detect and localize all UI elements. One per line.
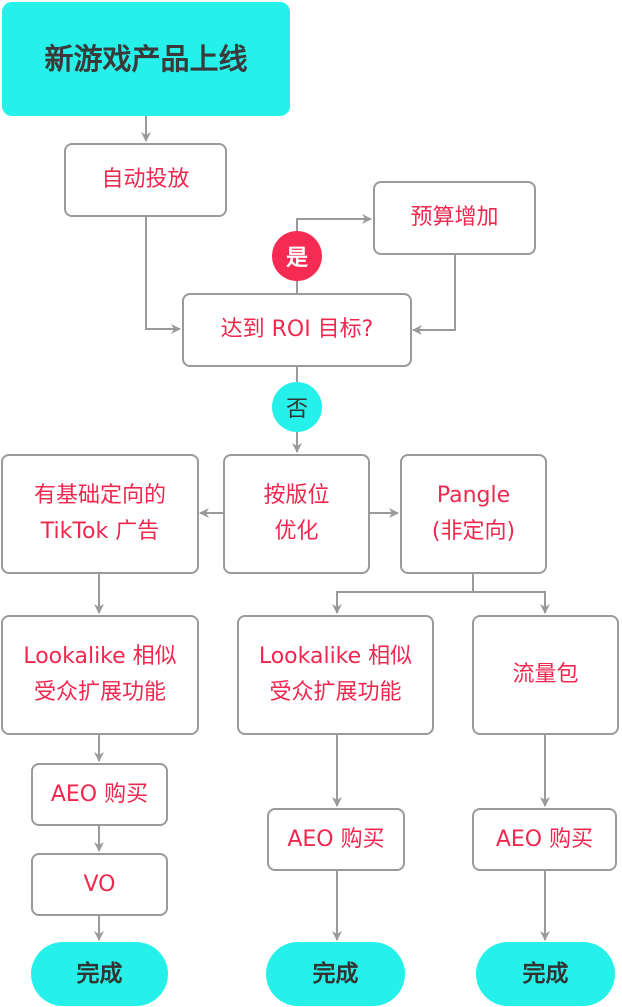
no-label: 否 <box>285 397 308 422</box>
auto-delivery-label: 自动投放 <box>101 167 190 192</box>
pangle-line1: Pangle <box>436 483 511 508</box>
placement-optimize-line1: 按版位 <box>263 483 330 508</box>
done-left-label: 完成 <box>76 961 123 987</box>
pangle-line2: (非定向) <box>431 519 516 544</box>
edge-pangle-split <box>332 573 474 614</box>
aeo-left-node: AEO 购买 <box>31 763 168 826</box>
placement-optimize-line2: 优化 <box>274 519 319 544</box>
yes-badge: 是 <box>272 231 322 281</box>
start-label: 新游戏产品上线 <box>44 42 248 76</box>
aeo-mid-label: AEO 购买 <box>287 826 385 852</box>
lookalike-mid-line1: Lookalike 相似 <box>258 644 413 669</box>
done-right-label: 完成 <box>522 961 569 987</box>
targeted-tiktok-node: 有基础定向的 TikTok 广告 <box>1 454 199 574</box>
aeo-left-label: AEO 购买 <box>50 781 149 807</box>
edge-auto-to-roi <box>145 217 181 334</box>
start-node: 新游戏产品上线 <box>2 2 290 116</box>
yes-label: 是 <box>285 246 308 271</box>
no-badge: 否 <box>272 382 322 432</box>
edge-budget-to-roi <box>412 254 456 335</box>
aeo-right-node: AEO 购买 <box>472 808 617 871</box>
targeted-tiktok-line1: 有基础定向的 <box>33 483 166 508</box>
done-left-node: 完成 <box>31 942 168 1006</box>
budget-increase-label: 预算增加 <box>410 205 499 230</box>
lookalike-mid-line2: 受众扩展功能 <box>269 680 402 705</box>
lookalike-left-line1: Lookalike 相似 <box>23 644 177 669</box>
aeo-right-label: AEO 购买 <box>495 826 594 852</box>
auto-delivery-node: 自动投放 <box>64 143 227 217</box>
placement-optimize-node: 按版位 优化 <box>223 454 370 574</box>
lookalike-left-line2: 受众扩展功能 <box>33 680 166 705</box>
traffic-pack-node: 流量包 <box>472 615 619 735</box>
roi-decision-node: 达到 ROI 目标? <box>182 293 412 367</box>
done-right-node: 完成 <box>476 942 615 1006</box>
vo-label: VO <box>83 871 116 897</box>
traffic-pack-label: 流量包 <box>512 662 579 687</box>
done-mid-label: 完成 <box>312 961 359 987</box>
budget-increase-node: 预算增加 <box>373 181 536 255</box>
lookalike-mid-node: Lookalike 相似 受众扩展功能 <box>237 615 434 735</box>
vo-node: VO <box>31 853 168 916</box>
edge-pangle-to-traffic <box>473 591 550 614</box>
targeted-tiktok-line2: TikTok 广告 <box>40 519 160 544</box>
aeo-mid-node: AEO 购买 <box>267 808 405 871</box>
lookalike-left-node: Lookalike 相似 受众扩展功能 <box>1 615 199 735</box>
pangle-node: Pangle (非定向) <box>400 454 547 574</box>
roi-decision-label: 达到 ROI 目标? <box>220 317 374 342</box>
done-mid-node: 完成 <box>266 942 405 1006</box>
